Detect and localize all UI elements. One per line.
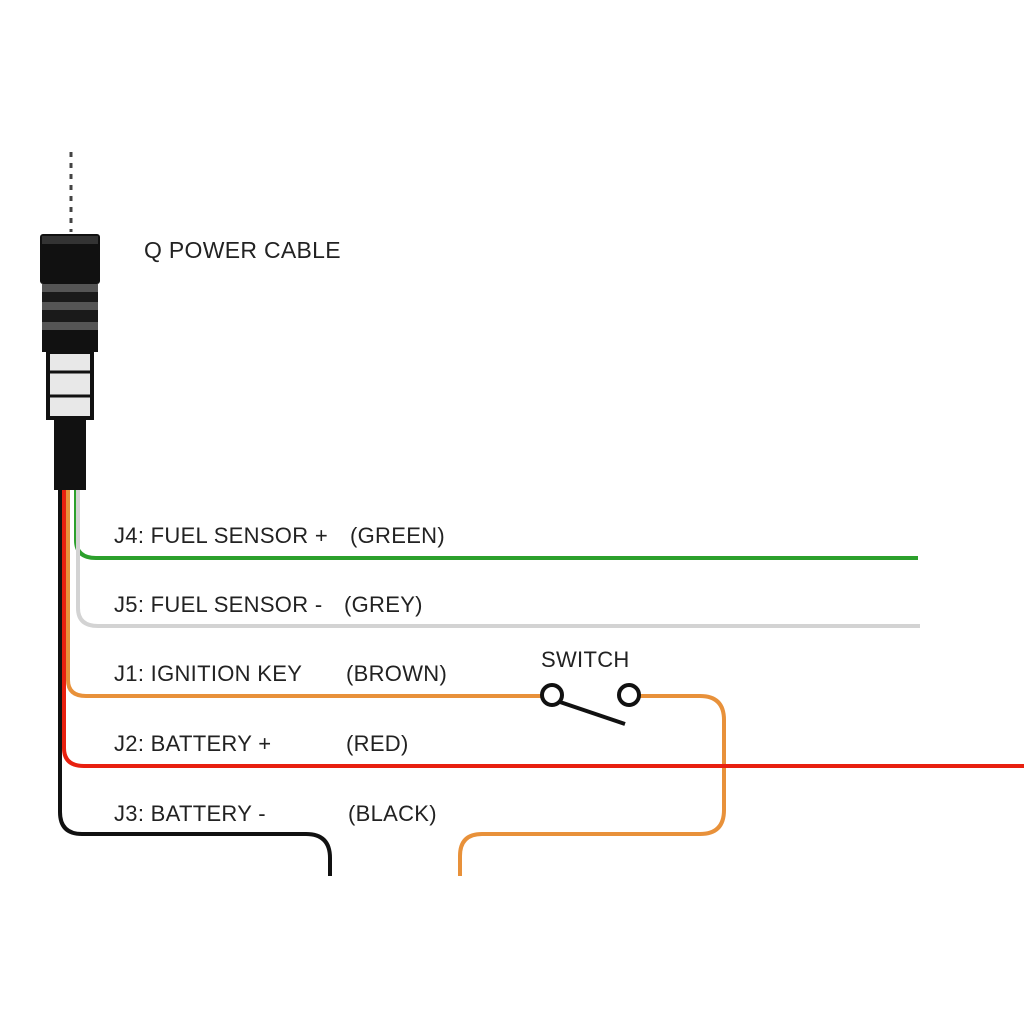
- cable-label: Q POWER CABLE: [144, 237, 341, 263]
- wire-j5-color-label: (GREY): [344, 592, 423, 617]
- wire-j1-function-label: J1: IGNITION KEY: [114, 661, 302, 686]
- switch-label: SWITCH: [541, 647, 630, 672]
- wire-j1-brown-b: [458, 694, 726, 876]
- wire-j3-function-label: J3: BATTERY -: [114, 801, 266, 826]
- wire-j1-color-label: (BROWN): [346, 661, 447, 686]
- switch-icon: [540, 683, 641, 726]
- wire-j5-function-label: J5: FUEL SENSOR -: [114, 592, 322, 617]
- wire-j3-color-label: (BLACK): [348, 801, 437, 826]
- wire-j5-grey: [76, 490, 920, 628]
- wire-j3-black: [58, 490, 332, 876]
- wire-j1-brown-a: [66, 490, 543, 698]
- wire-j2-function-label: J2: BATTERY +: [114, 731, 271, 756]
- wire-j2-red: [62, 490, 1024, 768]
- wire-j2-color-label: (RED): [346, 731, 409, 756]
- wire-j4-function-label: J4: FUEL SENSOR +: [114, 523, 328, 548]
- power-connector-icon: [40, 234, 100, 490]
- wire-j4-color-label: (GREEN): [350, 523, 445, 548]
